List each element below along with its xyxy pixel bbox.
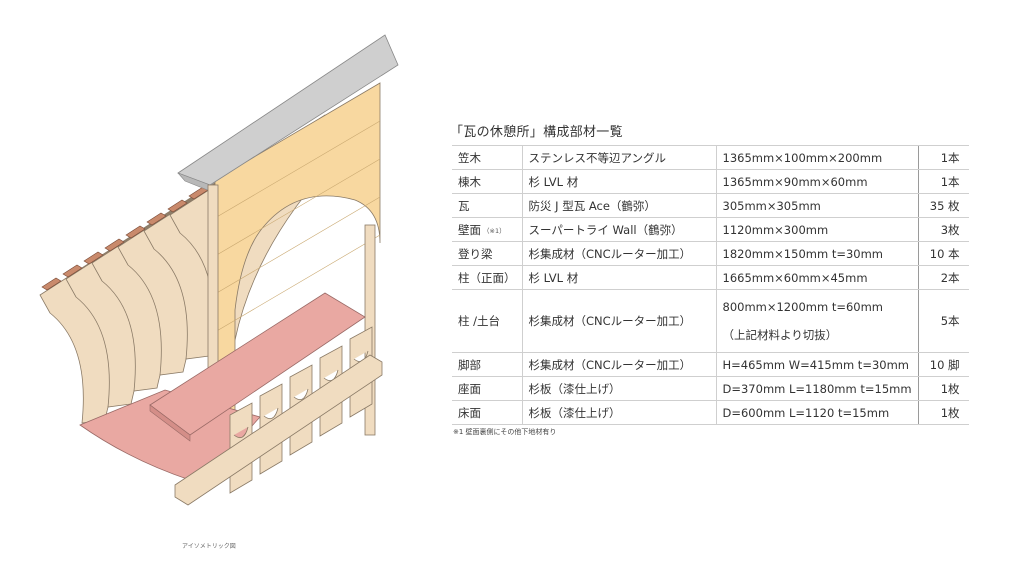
part-material: スーパートライ Wall（鶴弥） xyxy=(522,217,717,242)
wall-board-line xyxy=(214,196,381,295)
isometric-drawing xyxy=(39,34,399,506)
wall-board-line xyxy=(214,158,381,257)
part-dimensions: 1665mm×60mm×45mm xyxy=(716,265,919,290)
table-row: 柱 /土台 杉集成材（CNCルーター加工） 800mm×1200mm t=60m… xyxy=(452,289,969,353)
pavilion-illustration xyxy=(39,34,399,506)
part-name: 瓦 xyxy=(452,193,523,218)
part-name: 柱 /土台 xyxy=(452,289,523,353)
part-material: 杉板（漆仕上げ） xyxy=(522,400,717,425)
part-name: 棟木 xyxy=(452,169,523,194)
part-dimensions: D=370mm L=1180mm t=15mm xyxy=(716,376,919,401)
table-row: 床面 杉板（漆仕上げ） D=600mm L=1120 t=15mm 1枚 xyxy=(452,400,969,425)
part-dimensions: 1120mm×300mm xyxy=(716,217,919,242)
part-quantity: 3枚 xyxy=(917,217,969,242)
roof-tile xyxy=(41,277,62,291)
roof-tile xyxy=(104,238,125,252)
table-title: 「瓦の休憩所」構成部材一覧 xyxy=(450,125,623,140)
part-quantity: 1本 xyxy=(917,145,969,170)
table-row: 座面 杉板（漆仕上げ） D=370mm L=1180mm t=15mm 1枚 xyxy=(452,376,969,401)
part-material: 防災 J 型瓦 Ace（鶴弥） xyxy=(522,193,717,218)
part-dimensions-cell: 800mm×1200mm t=60mm （上記材料より切抜） xyxy=(716,289,919,353)
drawing-caption: アイソメトリック図 xyxy=(182,543,236,550)
part-dimensions: 1365mm×90mm×60mm xyxy=(716,169,919,194)
back-wall xyxy=(214,82,381,471)
base-sill xyxy=(174,354,383,506)
part-dimensions: 305mm×305mm xyxy=(716,193,919,218)
part-quantity: 2本 xyxy=(917,265,969,290)
part-dimensions: D=600mm L=1120 t=15mm xyxy=(716,400,919,425)
part-name: 床面 xyxy=(452,400,523,425)
roof-tile xyxy=(62,264,83,278)
roof-tile xyxy=(146,212,167,226)
wall-board-line xyxy=(214,120,381,219)
seat-plank-edge xyxy=(149,404,191,442)
roof-tile xyxy=(167,199,188,213)
part-dimensions: H=465mm W=415mm t=30mm xyxy=(716,352,919,377)
part-quantity: 10 脚 xyxy=(917,352,969,377)
wall-board-line xyxy=(214,234,381,333)
part-dimensions: 800mm×1200mm t=60mm xyxy=(722,300,884,314)
table-row: 瓦 防災 J 型瓦 Ace（鶴弥） 305mm×305mm 35 枚 xyxy=(452,193,969,218)
table-row: 笠木 ステンレス不等辺アングル 1365mm×100mm×200mm 1本 xyxy=(452,145,969,170)
part-dimensions: 1820mm×150mm t=30mm xyxy=(716,241,919,266)
part-material: 杉 LVL 材 xyxy=(522,169,717,194)
table-row: 壁面（※1） スーパートライ Wall（鶴弥） 1120mm×300mm 3枚 xyxy=(452,217,969,242)
part-material: 杉集成材（CNCルーター加工） xyxy=(522,352,717,377)
part-quantity: 5本 xyxy=(917,289,969,353)
part-quantity: 1枚 xyxy=(917,400,969,425)
part-dimensions: 1365mm×100mm×200mm xyxy=(716,145,919,170)
part-name-cell: 壁面（※1） xyxy=(452,217,523,242)
part-name: 座面 xyxy=(452,376,523,401)
roof-tile xyxy=(83,251,104,265)
part-name: 笠木 xyxy=(452,145,523,170)
part-quantity: 10 本 xyxy=(917,241,969,266)
table-row: 登り梁 杉集成材（CNCルーター加工） 1820mm×150mm t=30mm … xyxy=(452,241,969,266)
table-row: 脚部 杉集成材（CNCルーター加工） H=465mm W=415mm t=30m… xyxy=(452,352,969,377)
part-material: ステンレス不等辺アングル xyxy=(522,145,717,170)
part-name: 柱（正面） xyxy=(452,265,523,290)
part-quantity: 1本 xyxy=(917,169,969,194)
part-material: 杉 LVL 材 xyxy=(522,265,717,290)
parts-table: 笠木 ステンレス不等辺アングル 1365mm×100mm×200mm 1本 棟木… xyxy=(452,145,969,425)
roof-tile xyxy=(125,225,146,239)
part-name: 壁面 xyxy=(458,222,481,237)
part-quantity: 35 枚 xyxy=(917,193,969,218)
part-material: 杉集成材（CNCルーター加工） xyxy=(522,241,717,266)
part-material: 杉集成材（CNCルーター加工） xyxy=(522,289,717,353)
part-note-mark: （※1） xyxy=(483,226,506,235)
part-quantity: 1枚 xyxy=(917,376,969,401)
table-row: 棟木 杉 LVL 材 1365mm×90mm×60mm 1本 xyxy=(452,169,969,194)
part-name: 登り梁 xyxy=(452,241,523,266)
part-name: 脚部 xyxy=(452,352,523,377)
part-dimensions-note: （上記材料より切抜） xyxy=(722,328,838,342)
table-row: 柱（正面） 杉 LVL 材 1665mm×60mm×45mm 2本 xyxy=(452,265,969,290)
part-material: 杉板（漆仕上げ） xyxy=(522,376,717,401)
table-footnote: ※1 壁面裏側にその他下地材有り xyxy=(453,428,557,436)
